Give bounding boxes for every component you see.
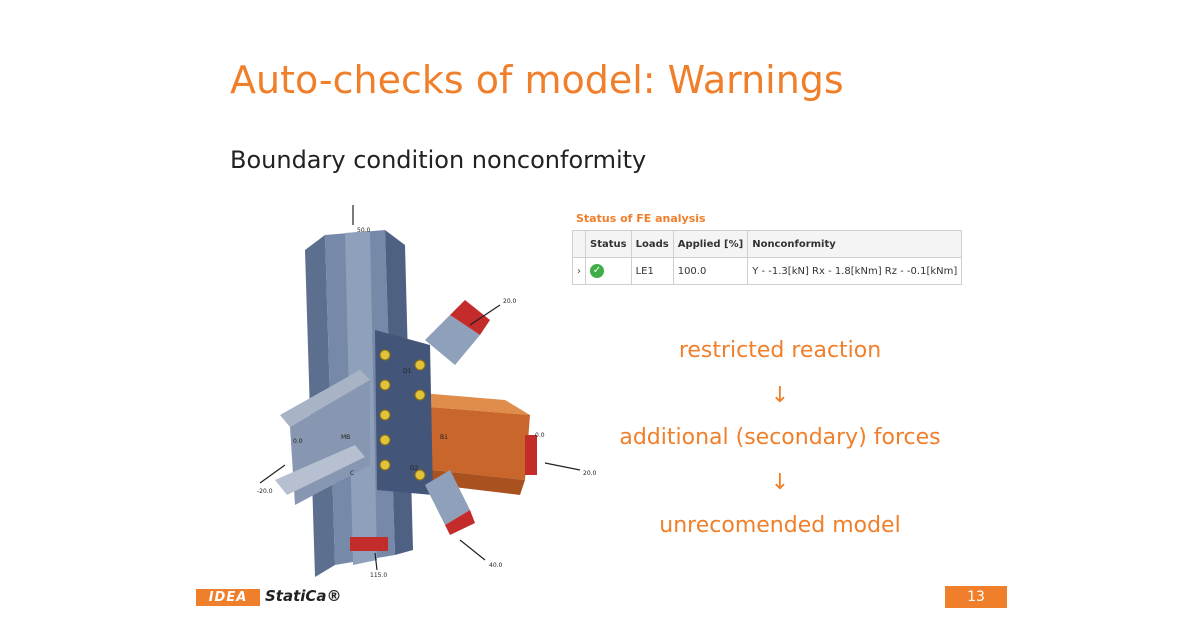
svg-text:50.0: 50.0 bbox=[357, 227, 371, 234]
end-plate bbox=[375, 330, 433, 495]
svg-text:115.0: 115.0 bbox=[370, 572, 387, 579]
applied-cell: 100.0 bbox=[672, 257, 749, 285]
table-row[interactable]: › ✓ LE1 100.0 Y - -1.3[kN] Rx - 1.8[kNm]… bbox=[572, 257, 963, 285]
svg-text:MB: MB bbox=[341, 434, 350, 441]
status-cell: ✓ bbox=[585, 257, 632, 285]
svg-text:0.0: 0.0 bbox=[293, 438, 303, 445]
svg-text:B1: B1 bbox=[440, 434, 448, 441]
load-arrows bbox=[259, 205, 581, 571]
nonconformity-cell: Y - -1.3[kN] Rx - 1.8[kNm] Rz - -0.1[kNm… bbox=[747, 257, 963, 285]
column-header-applied: Applied [%] bbox=[672, 230, 749, 258]
slide-subtitle: Boundary condition nonconformity bbox=[230, 146, 647, 174]
flow-step-additional-forces: additional (secondary) forces bbox=[619, 425, 941, 450]
bolts bbox=[379, 349, 426, 481]
svg-text:40.0: 40.0 bbox=[489, 562, 503, 569]
flow-step-restricted-reaction: restricted reaction bbox=[678, 338, 882, 363]
slide-title: Auto-checks of model: Warnings bbox=[230, 58, 844, 102]
connection-3d-model: 50.0 20.0 20.0 0.0 -20.0 0.0 40.0 115.0 … bbox=[257, 205, 597, 579]
svg-text:C: C bbox=[350, 470, 354, 477]
column-header-status: Status bbox=[585, 230, 632, 258]
column-header-loads: Loads bbox=[630, 230, 674, 258]
svg-text:20.0: 20.0 bbox=[503, 298, 517, 305]
left-member bbox=[275, 370, 370, 505]
loads-cell: LE1 bbox=[630, 257, 674, 285]
svg-text:D2: D2 bbox=[410, 465, 419, 472]
svg-text:D1: D1 bbox=[403, 368, 412, 375]
svg-text:20.0: 20.0 bbox=[583, 470, 597, 477]
lower-brace bbox=[425, 470, 470, 525]
fe-status-table: Status Loads Applied [%] Nonconformity ›… bbox=[572, 230, 963, 285]
column-header-expander bbox=[572, 230, 586, 258]
svg-text:-20.0: -20.0 bbox=[257, 488, 273, 495]
column-header-nonconformity: Nonconformity bbox=[747, 230, 963, 258]
upper-brace bbox=[425, 315, 480, 365]
row-expand-chevron-icon[interactable]: › bbox=[572, 257, 586, 285]
check-circle-icon: ✓ bbox=[590, 264, 604, 278]
flow-arrow-down-icon: ↓ bbox=[770, 383, 790, 408]
page-number: 13 bbox=[945, 586, 1007, 608]
svg-text:0.0: 0.0 bbox=[535, 432, 545, 439]
idea-logo-box: IDEA bbox=[196, 589, 260, 606]
flow-step-unrecommended-model: unrecomended model bbox=[659, 513, 901, 538]
fe-status-heading: Status of FE analysis bbox=[576, 212, 706, 225]
flow-arrow-down-icon: ↓ bbox=[770, 470, 790, 495]
statica-logo-text: StatiCa® bbox=[265, 587, 342, 605]
